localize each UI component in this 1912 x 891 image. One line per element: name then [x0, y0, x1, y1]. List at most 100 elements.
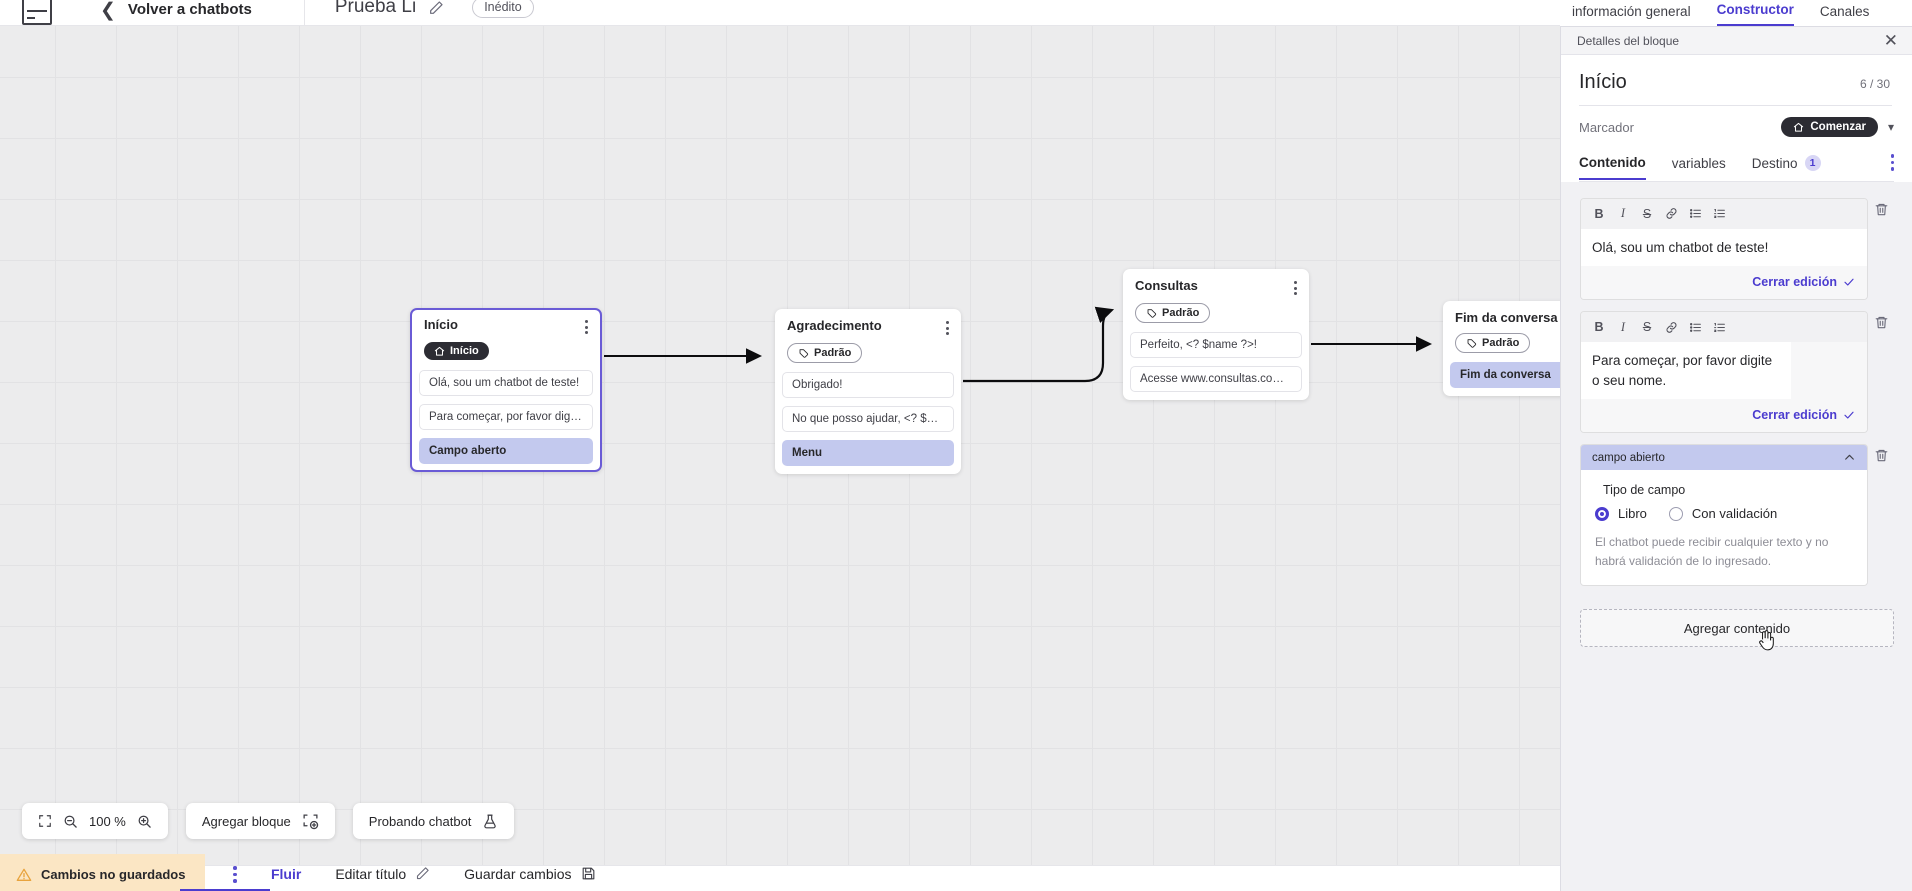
pencil-icon[interactable] [428, 0, 444, 16]
kebab-menu-icon[interactable] [233, 866, 237, 883]
node-row[interactable]: Menu [782, 439, 954, 466]
zoom-in-icon[interactable] [137, 814, 152, 829]
tab-destino-badge: 1 [1804, 155, 1821, 172]
add-block-label: Agregar bloque [201, 813, 291, 829]
char-counter: 6 / 30 [1859, 77, 1890, 91]
kebab-menu-icon[interactable] [585, 317, 588, 334]
tab-constructor[interactable]: Constructor [1716, 2, 1794, 26]
content-block: B I S [1561, 197, 1912, 301]
tab-informacion-general[interactable]: información general [1572, 4, 1691, 19]
trash-icon[interactable] [1868, 444, 1894, 463]
editor-text[interactable]: Olá, sou um chatbot de teste! [1581, 228, 1867, 267]
add-content-wrap: Agregar contenido [1561, 597, 1912, 651]
radio-indicator [1595, 506, 1609, 521]
fit-screen-icon[interactable] [38, 814, 52, 828]
close-edit-button[interactable]: Cerrar edición [1752, 275, 1855, 289]
marker-badge: Comenzar [1781, 117, 1878, 137]
chevron-left-icon[interactable]: ❮ [100, 0, 116, 21]
numbered-list-icon[interactable] [1707, 204, 1731, 224]
field-block-header[interactable]: campo abierto [1581, 445, 1867, 471]
flow-canvas[interactable]: Início Início Olá, sou um chatbot de tes… [0, 26, 1560, 865]
tab-destino[interactable]: Destino 1 [1752, 155, 1821, 179]
add-block-button[interactable]: Agregar bloque [185, 803, 335, 839]
tab-variables[interactable]: variables [1672, 156, 1726, 179]
node-row[interactable]: Olá, sou um chatbot de teste! [419, 369, 593, 396]
radio-con-validacion[interactable]: Con validación [1668, 506, 1778, 522]
radio-con-validacion-label: Con validación [1691, 506, 1778, 522]
field-block: campo abierto Tipo de campo Libro [1561, 444, 1912, 587]
top-divider [303, 0, 305, 39]
link-icon[interactable] [1659, 317, 1683, 337]
editor-toolbar: B I S [1581, 312, 1867, 343]
bold-icon[interactable]: B [1594, 206, 1604, 221]
flask-icon [482, 813, 498, 830]
kebab-menu-icon[interactable] [1294, 278, 1297, 295]
flow-node-inicio[interactable]: Início Início Olá, sou um chatbot de tes… [410, 308, 602, 472]
add-content-button[interactable]: Agregar contenido [1580, 609, 1894, 651]
bot-name-title: Prueba Li [334, 0, 417, 17]
node-title: Fim da conversa [1455, 310, 1558, 325]
chevron-down-icon[interactable]: ▾ [1887, 120, 1894, 134]
numbered-list-icon[interactable] [1707, 317, 1731, 337]
tab-contenido[interactable]: Contenido [1579, 155, 1646, 180]
field-block-body: Tipo de campo Libro Con validación [1581, 470, 1867, 586]
unsaved-changes-label: Cambios no guardados [41, 867, 186, 882]
rich-text-editor[interactable]: B I S [1580, 311, 1868, 434]
field-help-text: El chatbot puede recibir cualquier texto… [1595, 535, 1829, 568]
trash-icon[interactable] [1868, 198, 1894, 217]
panel-body: Início 6 / 30 Marcador Comenzar ▾ Conten… [1561, 55, 1912, 891]
tab-variables-label: variables [1671, 155, 1726, 171]
rich-text-editor[interactable]: B I S [1580, 197, 1868, 301]
content-block: B I S [1561, 311, 1912, 434]
kebab-menu-icon[interactable] [1890, 154, 1894, 181]
app-logo-icon[interactable] [22, 0, 52, 25]
tab-canales[interactable]: Canales [1819, 4, 1870, 19]
node-row[interactable]: Obrigado! [782, 371, 954, 398]
close-edit-label: Cerrar edición [1752, 275, 1837, 290]
node-row[interactable]: Acesse www.consultas.com par... [1130, 365, 1302, 392]
bold-icon[interactable]: B [1594, 320, 1604, 335]
close-icon[interactable]: ✕ [1883, 31, 1898, 50]
node-row[interactable]: No que posso ajudar, <? $name ... [782, 405, 954, 432]
close-edit-button[interactable]: Cerrar edición [1752, 408, 1855, 422]
link-icon[interactable] [1659, 204, 1683, 224]
flow-node-agradecimento[interactable]: Agradecimento Padrão Obrigado! No que po… [775, 309, 961, 474]
node-row[interactable]: Para começar, por favor digite o ... [419, 403, 593, 430]
edit-title-button[interactable]: Editar título [335, 866, 430, 882]
chevron-up-icon[interactable] [1843, 451, 1856, 464]
page-title: Início [1579, 71, 1627, 93]
italic-icon[interactable]: I [1620, 319, 1626, 334]
save-changes-button[interactable]: Guardar cambios [464, 866, 595, 882]
node-row[interactable]: Perfeito, <? $name ?>! [1130, 331, 1302, 358]
strikethrough-icon[interactable]: S [1642, 320, 1652, 335]
tab-contenido-label: Contenido [1579, 154, 1646, 170]
italic-icon[interactable]: I [1620, 206, 1626, 220]
tag-icon [799, 348, 809, 358]
bullet-list-icon[interactable] [1683, 204, 1707, 224]
kebab-menu-icon[interactable] [946, 318, 949, 335]
flow-node-fim-da-conversa[interactable]: Fim da conversa Padrão Fim da conversa [1443, 301, 1560, 396]
editor-footer: Cerrar edición [1581, 399, 1867, 433]
marker-value-group[interactable]: Comenzar ▾ [1781, 117, 1894, 137]
tab-fluir-label: Fluir [270, 865, 302, 882]
home-icon [1794, 122, 1804, 132]
bullet-list-icon[interactable] [1683, 317, 1707, 337]
radio-libro[interactable]: Libro [1595, 506, 1647, 521]
back-to-chatbots-link[interactable]: Volver a chatbots [127, 1, 252, 18]
node-row[interactable]: Fim da conversa [1450, 361, 1560, 388]
check-icon [1844, 411, 1854, 419]
bottom-bar: Cambios no guardados Fluir Editar título… [0, 853, 1560, 891]
zoom-controls: 100 % [22, 803, 168, 839]
tab-fluir[interactable]: Fluir [271, 866, 301, 882]
node-row[interactable]: Campo aberto [419, 437, 593, 464]
trash-icon[interactable] [1868, 311, 1894, 330]
flow-node-consultas[interactable]: Consultas Padrão Perfeito, <? $name ?>! … [1123, 269, 1309, 400]
zoom-out-icon[interactable] [63, 814, 78, 829]
warning-icon [16, 867, 32, 883]
campo-abierto-block[interactable]: campo abierto Tipo de campo Libro [1580, 444, 1868, 587]
node-title: Agradecimento [787, 318, 882, 333]
editor-text[interactable]: Para começar, por favor digite o seu nom… [1581, 342, 1791, 400]
test-chatbot-button[interactable]: Probando chatbot [352, 803, 515, 839]
strikethrough-icon[interactable]: S [1642, 206, 1652, 221]
tab-destino-label: Destino [1751, 155, 1798, 171]
